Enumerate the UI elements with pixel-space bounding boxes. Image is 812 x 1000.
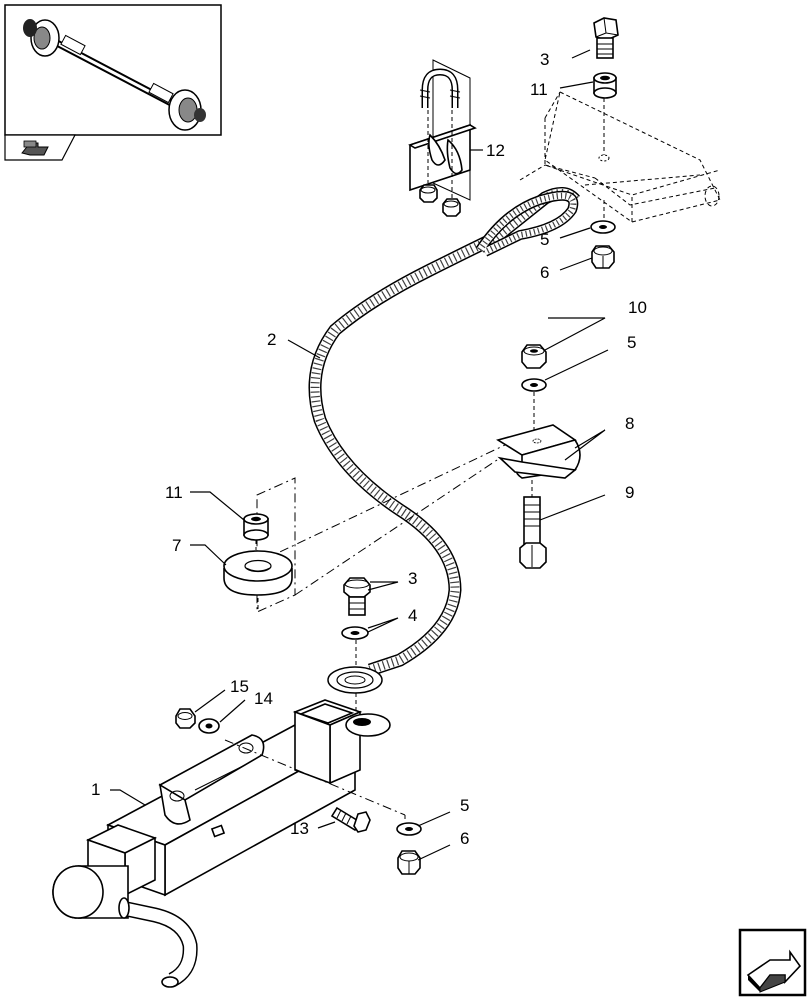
nut-15[interactable] <box>175 708 196 729</box>
nut-10[interactable] <box>521 344 547 369</box>
nut-6-bottom[interactable] <box>397 850 421 875</box>
bolt-3-top[interactable] <box>593 17 619 59</box>
spacer-11-mid[interactable] <box>243 513 269 541</box>
washer-5-top[interactable] <box>590 220 616 234</box>
callout-11-top: 11 <box>530 80 548 99</box>
callout-12: 12 <box>486 141 505 160</box>
cable-bracket-8[interactable] <box>496 424 581 479</box>
callout-8: 8 <box>625 414 634 433</box>
callout-5-top: 5 <box>540 230 549 249</box>
frame-bracket <box>519 91 721 223</box>
bolt-13[interactable] <box>330 806 371 833</box>
callout-6-bottom: 6 <box>460 829 469 848</box>
callout-3-lower: 3 <box>408 569 417 588</box>
previous-page-arrow-icon[interactable] <box>21 140 49 156</box>
callout-5-bottom: 5 <box>460 796 469 815</box>
clip-assembly-12[interactable] <box>408 59 477 217</box>
drawbar-frame-1[interactable] <box>52 699 391 988</box>
callout-14: 14 <box>254 689 273 708</box>
callout-6-top: 6 <box>540 263 549 282</box>
callout-11-mid: 11 <box>165 483 183 502</box>
callout-15: 15 <box>230 677 249 696</box>
callout-2: 2 <box>267 330 276 349</box>
callout-5-mid: 5 <box>627 333 636 352</box>
washer-5-bottom[interactable] <box>396 822 422 836</box>
washer-14[interactable] <box>198 718 220 734</box>
leader-lines <box>110 49 609 861</box>
washer-4[interactable] <box>341 626 369 640</box>
safety-cable-2[interactable] <box>308 187 580 694</box>
bolt-9[interactable] <box>519 496 547 569</box>
nut-6-top[interactable] <box>591 245 615 269</box>
callout-7: 7 <box>172 536 181 555</box>
callout-10: 10 <box>628 298 647 317</box>
callout-1: 1 <box>91 780 100 799</box>
washer-5-mid[interactable] <box>521 378 547 392</box>
callout-labels: 3 11 12 5 6 10 5 8 9 2 11 7 3 4 15 14 1 … <box>91 50 647 848</box>
next-page-arrow-icon[interactable] <box>738 928 807 997</box>
callout-13: 13 <box>290 819 309 838</box>
rubber-mount-7[interactable] <box>223 550 293 596</box>
callout-4: 4 <box>408 606 417 625</box>
callout-9: 9 <box>625 483 634 502</box>
callout-3-top: 3 <box>540 50 549 69</box>
bolt-3-lower[interactable] <box>343 577 371 616</box>
spacer-11-top[interactable] <box>593 72 617 99</box>
axle-thumbnail[interactable] <box>4 4 222 161</box>
